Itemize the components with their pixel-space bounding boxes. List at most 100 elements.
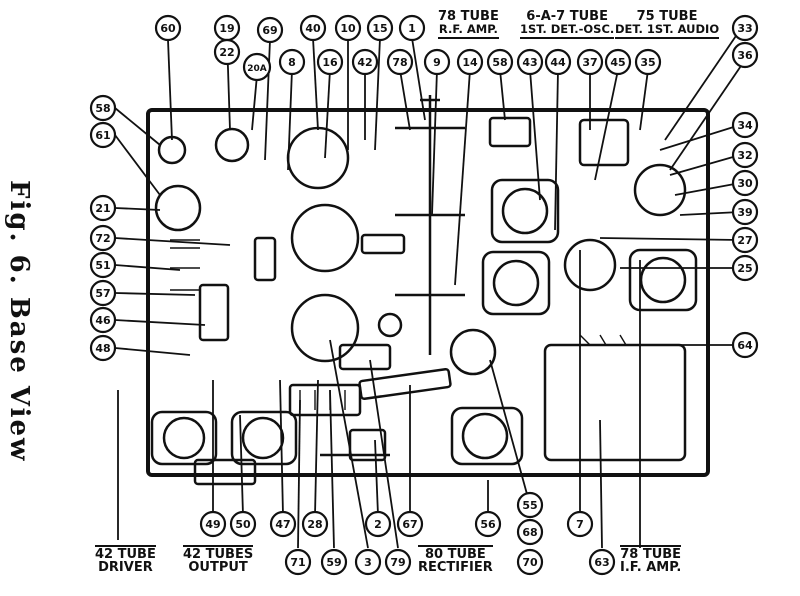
- callout-71: 71: [284, 548, 312, 576]
- callout-20a: 20A: [242, 52, 272, 82]
- callout-25: 25: [731, 254, 759, 282]
- callout-14: 14: [456, 48, 484, 76]
- callout-10: 10: [334, 14, 362, 42]
- svg-text:33: 33: [737, 22, 752, 35]
- svg-text:42: 42: [357, 56, 372, 69]
- electrolytic-cap-3: [286, 126, 350, 190]
- callout-32: 32: [731, 141, 759, 169]
- callout-34: 34: [731, 111, 759, 139]
- svg-text:8: 8: [288, 56, 296, 69]
- svg-text:55: 55: [522, 499, 537, 512]
- svg-text:25: 25: [737, 262, 752, 275]
- tube-label-rectifier: 80 TUBE RECTIFIER: [418, 545, 493, 575]
- callout-30: 30: [731, 169, 759, 197]
- svg-text:48: 48: [95, 342, 110, 355]
- callout-49: 49: [199, 510, 227, 538]
- callout-15: 15: [366, 14, 394, 42]
- callout-36: 36: [731, 41, 759, 69]
- svg-text:28: 28: [307, 518, 322, 531]
- callout-35: 35: [634, 48, 662, 76]
- svg-text:64: 64: [737, 339, 753, 352]
- svg-text:22: 22: [219, 46, 234, 59]
- callout-3: 3: [354, 548, 382, 576]
- callout-43: 43: [516, 48, 544, 76]
- svg-text:19: 19: [219, 22, 234, 35]
- callout-55: 55: [516, 491, 544, 519]
- svg-text:2: 2: [374, 518, 382, 531]
- callout-58-left: 58: [89, 94, 117, 122]
- callout-37: 37: [576, 48, 604, 76]
- pilot-socket: [214, 127, 250, 163]
- leader-lines: [114, 29, 746, 549]
- callout-68: 68: [516, 518, 544, 546]
- callout-22: 22: [213, 38, 241, 66]
- svg-text:16: 16: [322, 56, 338, 69]
- callout-69: 69: [256, 16, 284, 44]
- svg-text:27: 27: [737, 234, 752, 247]
- callout-70: 70: [516, 548, 544, 576]
- callout-16: 16: [316, 48, 344, 76]
- callout-45: 45: [604, 48, 632, 76]
- svg-text:43: 43: [522, 56, 537, 69]
- speaker-socket: [154, 184, 202, 232]
- svg-text:14: 14: [462, 56, 478, 69]
- callout-1: 1: [398, 14, 426, 42]
- svg-text:36: 36: [737, 49, 753, 62]
- svg-text:58: 58: [95, 102, 110, 115]
- svg-text:58: 58: [492, 56, 507, 69]
- svg-text:78: 78: [392, 56, 407, 69]
- callout-63: 63: [588, 548, 616, 576]
- tube-label-det-audio: 75 TUBE DET. 1ST. AUDIO: [615, 10, 720, 39]
- if-transformer-can: [543, 343, 687, 462]
- callout-2: 2: [364, 510, 392, 538]
- svg-text:37: 37: [582, 56, 597, 69]
- callout-50: 50: [229, 510, 257, 538]
- callout-59: 59: [320, 548, 348, 576]
- tube-label-if-amp: 78 TUBE I.F. AMP.: [620, 545, 682, 575]
- tube-socket-78-if: [449, 328, 497, 376]
- svg-text:61: 61: [95, 129, 110, 142]
- tube-label-det-osc: 6-A-7 TUBE 1ST. DET.-OSC.: [520, 10, 615, 39]
- svg-text:49: 49: [205, 518, 220, 531]
- callout-64: 64: [731, 331, 759, 359]
- svg-text:59: 59: [326, 556, 341, 569]
- callout-56: 56: [474, 510, 502, 538]
- svg-text:60: 60: [160, 22, 176, 35]
- tone-control: [633, 163, 687, 217]
- callout-39: 39: [731, 198, 759, 226]
- svg-text:21: 21: [95, 202, 110, 215]
- osc-coil-can: [578, 118, 630, 167]
- callout-33: 33: [731, 14, 759, 42]
- filter-block: [198, 283, 230, 342]
- callout-51: 51: [89, 251, 117, 279]
- callout-44: 44: [544, 48, 572, 76]
- svg-text:68: 68: [522, 526, 537, 539]
- svg-text:9: 9: [433, 56, 441, 69]
- svg-text:15: 15: [372, 22, 387, 35]
- callout-28: 28: [301, 510, 329, 538]
- svg-text:3: 3: [364, 556, 372, 569]
- tube-label-output: 42 TUBES OUTPUT: [183, 545, 254, 575]
- callout-markers: 60 19 22 20A 69 40 16 10 15 42 1 78 9 14…: [89, 14, 759, 576]
- tube-label-driver: 42 TUBE DRIVER: [95, 545, 156, 575]
- callout-67: 67: [396, 510, 424, 538]
- svg-text:70: 70: [522, 556, 538, 569]
- callout-60: 60: [154, 14, 182, 42]
- callout-46: 46: [89, 306, 117, 334]
- callout-19: 19: [213, 14, 241, 42]
- svg-text:39: 39: [737, 206, 752, 219]
- svg-text:56: 56: [480, 518, 496, 531]
- callout-40: 40: [299, 14, 327, 42]
- antenna-post: [157, 135, 187, 165]
- tube-socket-6a7: [490, 178, 560, 244]
- callout-27: 27: [731, 226, 759, 254]
- svg-text:47: 47: [275, 518, 290, 531]
- svg-text:32: 32: [737, 149, 752, 162]
- callout-78: 78: [386, 48, 414, 76]
- tube-socket-80: [450, 406, 524, 466]
- svg-text:1: 1: [408, 22, 416, 35]
- svg-text:30: 30: [737, 177, 753, 190]
- callout-61: 61: [89, 121, 117, 149]
